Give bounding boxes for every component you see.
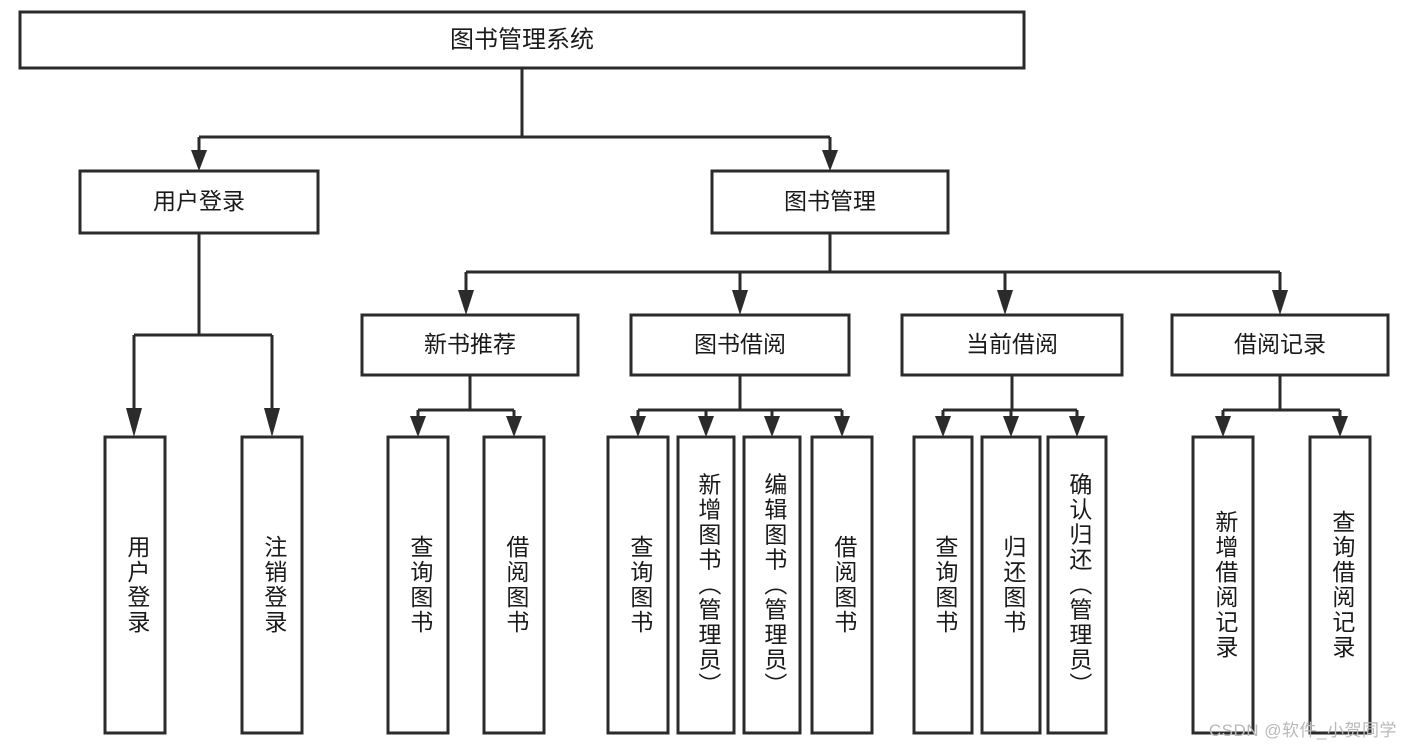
node-leaf-borrow-edit-label: 编辑图书（管理员） (761, 473, 788, 698)
arrow-bb-to-leaf1 (630, 416, 646, 437)
node-borrow-record-box[interactable] (1170, 313, 1390, 377)
node-leaf-borrow-add[interactable]: 新增图书（管理员） (676, 435, 736, 735)
arrow-root-to-book-manage (822, 150, 838, 171)
node-leaf-cur-return[interactable]: 归还图书 (980, 435, 1042, 735)
node-new-book-rec[interactable]: 新书推荐 (360, 313, 580, 377)
node-book-manage-label: 图书管理 (784, 188, 876, 214)
node-leaf-borrow-query[interactable]: 查询图书 (606, 435, 670, 735)
node-leaf-cur-return-label: 归还图书 (1000, 535, 1027, 635)
node-leaf-rec-search-label: 查询借阅记录 (1329, 510, 1356, 660)
arrow-bb-to-leaf2 (698, 416, 714, 437)
connector-layer (126, 68, 1348, 437)
arrow-bm-to-new-book-rec (458, 290, 474, 315)
node-leaf-cur-query-label: 查询图书 (932, 535, 959, 635)
node-book-borrow-label: 图书借阅 (694, 331, 786, 357)
node-leaf-user-login-label: 用户登录 (124, 535, 151, 635)
node-new-book-rec-label: 新书推荐 (424, 331, 516, 357)
node-leaf-rec-borrow[interactable]: 借阅图书 (482, 435, 546, 735)
node-book-borrow[interactable]: 图书借阅 (629, 313, 851, 377)
node-leaf-rec-query[interactable]: 查询图书 (386, 435, 450, 735)
arrow-bm-to-borrow-record (1272, 290, 1288, 315)
node-leaf-borrow-edit[interactable]: 编辑图书（管理员） (742, 435, 802, 735)
node-leaf-rec-add[interactable]: 新增借阅记录 (1191, 435, 1255, 735)
arrow-bb-to-leaf4 (834, 416, 850, 437)
arrow-bm-to-book-borrow (732, 290, 748, 315)
node-new-book-rec-box[interactable] (360, 313, 580, 377)
arrow-cb-to-leaf2 (1003, 416, 1019, 437)
node-leaf-cur-confirm[interactable]: 确认归还（管理员） (1046, 435, 1108, 735)
node-leaf-user-logout[interactable]: 注销登录 (240, 435, 304, 735)
node-leaf-cur-return-box[interactable] (980, 435, 1042, 735)
node-book-manage-box[interactable] (710, 169, 950, 235)
node-leaf-borrow-add-label: 新增图书（管理员） (695, 473, 722, 698)
node-leaf-cur-confirm-box[interactable] (1046, 435, 1108, 735)
arrow-bm-to-current-borrow (997, 290, 1013, 315)
node-current-borrow-box[interactable] (900, 313, 1124, 377)
arrow-br-to-leaf2 (1332, 416, 1348, 437)
node-leaf-rec-query-box[interactable] (386, 435, 450, 735)
node-current-borrow[interactable]: 当前借阅 (900, 313, 1124, 377)
node-leaf-borrow-edit-box[interactable] (742, 435, 802, 735)
node-leaf-user-login[interactable]: 用户登录 (103, 435, 167, 735)
arrow-nbr-to-leaf1 (410, 416, 426, 437)
node-leaf-user-login-box[interactable] (103, 435, 167, 735)
node-book-manage[interactable]: 图书管理 (710, 169, 950, 235)
node-borrow-record-label: 借阅记录 (1234, 331, 1326, 357)
node-leaf-rec-borrow-label: 借阅图书 (503, 535, 530, 635)
node-root[interactable]: 图书管理系统 (18, 10, 1026, 70)
node-leaf-rec-borrow-box[interactable] (482, 435, 546, 735)
arrow-user-login-to-leaf1 (126, 408, 142, 437)
node-leaf-rec-query-label: 查询图书 (407, 535, 434, 635)
node-leaf-borrow-query-box[interactable] (606, 435, 670, 735)
node-leaf-borrow-lend-label: 借阅图书 (831, 535, 858, 635)
node-user-login-box[interactable] (78, 169, 320, 235)
node-current-borrow-label: 当前借阅 (966, 331, 1058, 357)
arrow-nbr-to-leaf2 (506, 416, 522, 437)
node-leaf-borrow-lend[interactable]: 借阅图书 (810, 435, 874, 735)
node-leaf-user-logout-box[interactable] (240, 435, 304, 735)
node-leaf-user-logout-label: 注销登录 (261, 535, 288, 635)
node-leaf-rec-search[interactable]: 查询借阅记录 (1308, 435, 1372, 735)
node-leaf-cur-query[interactable]: 查询图书 (912, 435, 974, 735)
node-leaf-cur-confirm-label: 确认归还（管理员） (1066, 473, 1093, 698)
node-root-label: 图书管理系统 (450, 26, 594, 53)
node-leaf-rec-search-box[interactable] (1308, 435, 1372, 735)
node-root-box[interactable] (18, 10, 1026, 70)
node-leaf-borrow-lend-box[interactable] (810, 435, 874, 735)
arrow-bb-to-leaf3 (764, 416, 780, 437)
arrow-cb-to-leaf1 (935, 416, 951, 437)
node-leaf-borrow-query-label: 查询图书 (627, 535, 654, 635)
node-book-borrow-box[interactable] (629, 313, 851, 377)
node-leaf-cur-query-box[interactable] (912, 435, 974, 735)
node-user-login[interactable]: 用户登录 (78, 169, 320, 235)
arrow-user-login-to-leaf2 (264, 408, 280, 437)
arrow-cb-to-leaf3 (1069, 416, 1085, 437)
arrow-br-to-leaf1 (1215, 416, 1231, 437)
node-user-login-label: 用户登录 (153, 188, 245, 214)
node-borrow-record[interactable]: 借阅记录 (1170, 313, 1390, 377)
node-leaf-rec-add-label: 新增借阅记录 (1212, 510, 1239, 660)
node-leaf-borrow-add-box[interactable] (676, 435, 736, 735)
arrow-root-to-user-login (191, 150, 207, 171)
node-leaf-rec-add-box[interactable] (1191, 435, 1255, 735)
